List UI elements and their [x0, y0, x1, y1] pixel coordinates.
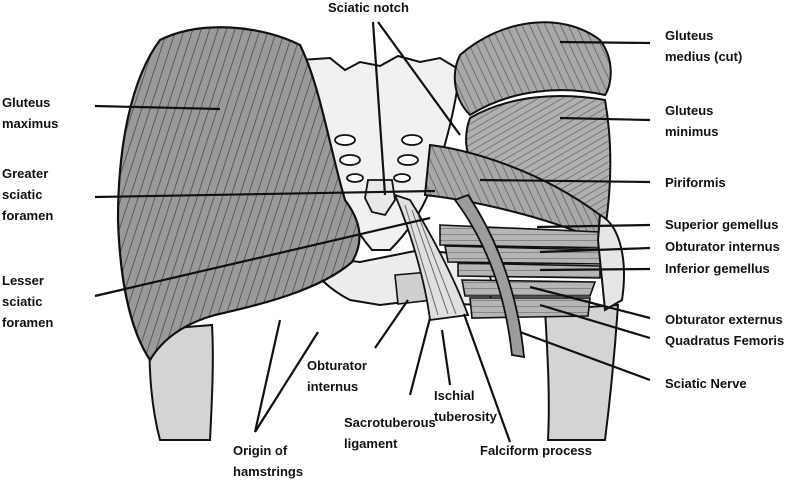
sciatic-nerve — [453, 193, 526, 359]
label-gluteus-minimus: Gluteus minimus — [665, 100, 718, 142]
label-text: Quadratus Femoris — [665, 333, 785, 348]
label-text: Origin of — [233, 443, 288, 458]
label-text: Obturator — [307, 358, 367, 373]
gluteus-medius — [453, 21, 612, 117]
sacral-foramina — [334, 134, 423, 183]
label-text: hamstrings — [233, 464, 304, 479]
left-thigh — [148, 323, 214, 441]
label-text: Ischial — [434, 388, 475, 403]
label-text: maximus — [2, 116, 59, 131]
label-greater-sciatic-foramen: Greater sciatic foramen — [2, 163, 53, 226]
label-lesser-sciatic-foramen: Lesser sciatic foramen — [2, 270, 53, 333]
label-sacrotuberous-ligament: Sacrotuberous ligament — [344, 412, 436, 454]
label-text: Sciatic notch — [328, 0, 409, 15]
label-text: minimus — [665, 124, 719, 139]
label-text: Gluteus — [665, 28, 714, 43]
label-obturator-internus-bottom: Obturator internus — [307, 355, 367, 397]
label-text: tuberosity — [434, 409, 497, 424]
label-obturator-externus: Obturator externus — [665, 309, 783, 330]
label-text: Gluteus — [665, 103, 714, 118]
label-falciform-process: Falciform process — [480, 440, 592, 461]
label-text: Obturator internus — [665, 239, 780, 254]
label-superior-gemellus: Superior gemellus — [665, 214, 778, 235]
quadratus-femoris-muscle — [469, 297, 591, 319]
label-inferior-gemellus: Inferior gemellus — [665, 258, 770, 279]
label-piriformis: Piriformis — [665, 172, 726, 193]
label-text: Lesser — [2, 273, 44, 288]
label-text: Obturator externus — [665, 312, 783, 327]
sacrotuberous-ligament — [393, 193, 470, 322]
label-gluteus-medius: Gluteus medius (cut) — [665, 25, 742, 67]
obturator-externus-muscle — [461, 279, 597, 297]
label-text: Inferior gemellus — [665, 261, 770, 276]
greater-trochanter — [596, 213, 625, 312]
coccyx — [364, 179, 396, 217]
label-text: sciatic — [2, 187, 43, 202]
label-text: Greater — [2, 166, 49, 181]
label-quadratus-femoris: Quadratus Femoris — [665, 330, 784, 351]
label-text: ligament — [344, 436, 398, 451]
label-obturator-internus-right: Obturator internus — [665, 236, 780, 257]
label-text: foramen — [2, 208, 54, 223]
label-text: Gluteus — [2, 95, 51, 110]
label-text: Sciatic Nerve — [665, 376, 747, 391]
label-text: Piriformis — [665, 175, 726, 190]
right-thigh — [543, 303, 620, 441]
label-sciatic-nerve: Sciatic Nerve — [665, 373, 747, 394]
label-text: internus — [307, 379, 359, 394]
label-text: Superior gemellus — [665, 217, 779, 232]
label-text: foramen — [2, 315, 54, 330]
label-text: medius (cut) — [665, 49, 743, 64]
label-ischial-tuberosity: Ischial tuberosity — [434, 385, 497, 427]
label-text: Sacrotuberous — [344, 415, 436, 430]
label-origin-of-hamstrings: Origin of hamstrings — [233, 440, 303, 482]
label-text: sciatic — [2, 294, 43, 309]
obturator-internus-muscle — [444, 245, 606, 265]
leader-lines — [94, 21, 651, 443]
label-text: Falciform process — [480, 443, 592, 458]
label-gluteus-maximus: Gluteus maximus — [2, 92, 58, 134]
label-sciatic-notch: Sciatic notch — [328, 0, 409, 18]
